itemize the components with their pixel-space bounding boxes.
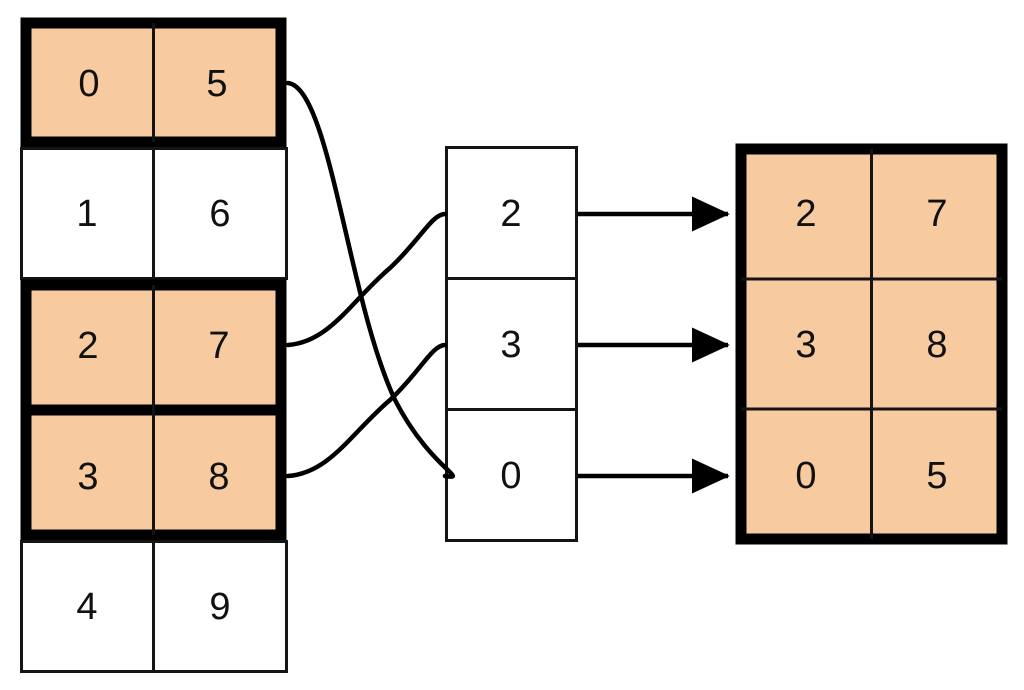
source-cell-0-1: 5 [206,63,227,105]
source-cell-2-0: 2 [77,325,98,367]
result-row-2[interactable]: 0 5 [795,455,947,497]
result-cell-2-0: 0 [795,455,816,497]
result-cell-1-1: 8 [926,324,947,366]
source-rows-2-3-block: 2 7 3 8 [20,279,287,541]
result-row-1[interactable]: 3 8 [795,324,947,366]
connector-row3-to-index1 [285,342,448,479]
result-row-0[interactable]: 2 7 [795,193,947,235]
source-cell-1-0: 1 [76,193,97,235]
connector-row0-to-index2 [285,80,455,479]
result-cell-2-1: 5 [926,455,947,497]
source-row-3[interactable]: 3 8 [77,456,229,498]
source-cell-4-0: 4 [76,586,97,628]
source-cell-4-1: 9 [209,586,230,628]
source-row-1[interactable]: 1 6 [20,147,288,280]
source-cell-3-1: 8 [208,456,229,498]
result-cell-0-0: 2 [795,193,816,235]
source-row-4[interactable]: 4 9 [20,540,288,673]
index-cell-0-value: 2 [500,193,521,235]
source-cell-3-0: 3 [77,456,98,498]
source-row-2[interactable]: 2 7 [77,325,229,367]
source-row-0[interactable]: 0 5 [20,17,287,148]
source-cell-0-0: 0 [78,63,99,105]
source-cell-2-1: 7 [208,325,229,367]
result-cell-0-1: 7 [926,193,947,235]
result-cell-1-0: 3 [795,324,816,366]
index-cell-1-value: 3 [500,324,521,366]
connector-row2-to-index0 [285,211,448,348]
source-cell-1-1: 6 [209,193,230,235]
index-cell-2-value: 0 [500,455,521,497]
